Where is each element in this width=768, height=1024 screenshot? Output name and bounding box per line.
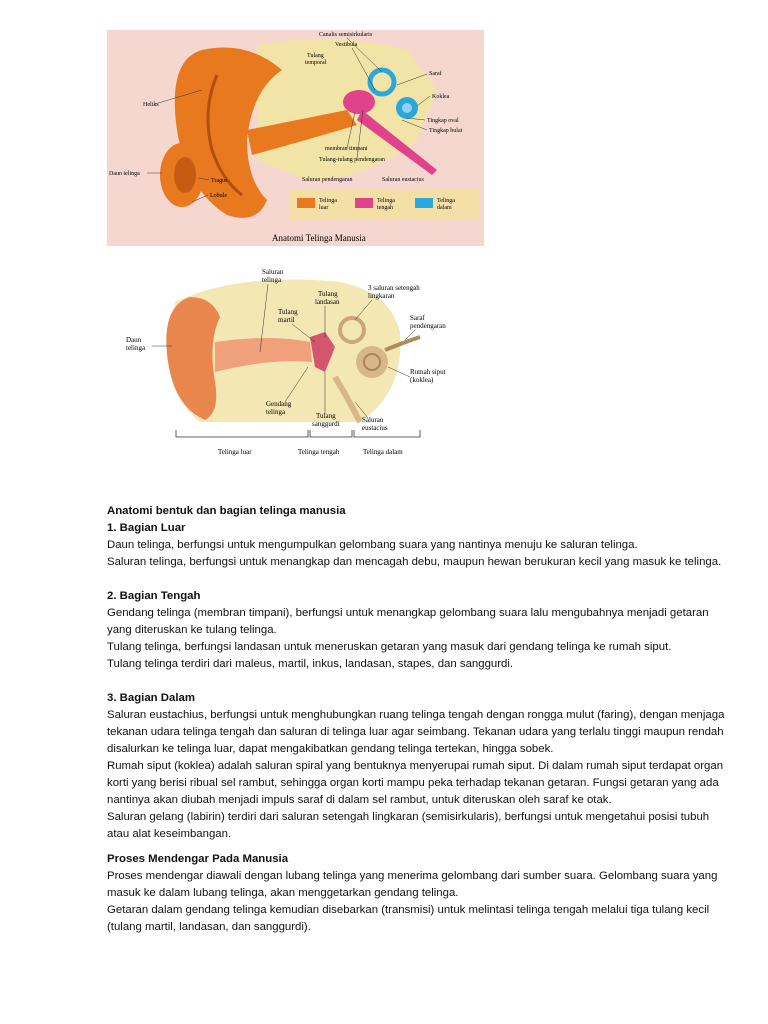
label-sanggurdi-1: Tulang — [316, 412, 336, 420]
ear-parts-figure: Saluran telinga Tulang landasan 3 salura… — [126, 268, 446, 456]
label-canalis: Canalis semisirkularis — [319, 32, 373, 38]
label-gendang-1: Gendang — [266, 400, 292, 408]
label-telinga-luar: Telinga luar — [218, 448, 252, 456]
label-eustacius-2: eustacius — [362, 424, 388, 432]
section-1-paragraph-2: Saluran telinga, berfungsi untuk menangk… — [107, 556, 722, 568]
legend-middle-2: tengah — [377, 205, 393, 211]
label-daun-1: Daun — [126, 336, 142, 344]
cochlea-spiral — [363, 353, 381, 371]
figure1-caption: Anatomi Telinga Manusia — [272, 233, 366, 243]
label-saluran-pendengaran: Saluran pendengaran — [302, 177, 352, 183]
label-saraf-2: pendengaran — [410, 322, 446, 330]
figure-legend: Telinga luar Telinga tengah Telinga dala… — [290, 190, 480, 220]
section-3-paragraph-1: Saluran eustachius, berfungsi untuk meng… — [107, 709, 725, 755]
section-4-paragraph-1: Proses mendengar diawali dengan lubang t… — [107, 870, 718, 899]
label-sanggurdi-2: sanggurdi — [312, 420, 340, 428]
spacer — [107, 843, 732, 851]
section-1-heading: 1. Bagian Luar — [107, 522, 186, 534]
label-daun-2: telinga — [126, 344, 146, 352]
eustachian-tube-shape — [332, 375, 363, 424]
cochlea-shape — [356, 346, 388, 378]
spacer — [107, 571, 732, 588]
spacer — [107, 673, 732, 690]
label-tragus: Tragus — [211, 178, 228, 184]
label-heliks: Heliks — [143, 102, 159, 108]
helix-fold — [206, 74, 243, 197]
ear-anatomy-figure: Canalis semisirkularis Vestibula Tulang … — [107, 30, 484, 246]
outer-ear-shape — [166, 297, 220, 420]
label-landasan-1: Tulang — [318, 290, 338, 298]
section-2-paragraph-1: Gendang telinga (membran timpani), berfu… — [107, 607, 709, 636]
label-membran-timpani: membran timpani — [325, 146, 368, 152]
label-lobule: Lobule — [210, 193, 227, 199]
section-1-paragraph-1: Daun telinga, berfungsi untuk mengumpulk… — [107, 539, 638, 551]
label-tulang-pendengaran: Tulang-tulang pendengaran — [319, 157, 385, 163]
ear-canal-shape — [215, 338, 312, 372]
label-tulang-temporal-2: temporal — [305, 60, 327, 66]
article-title: Anatomi bentuk dan bagian telinga manusi… — [107, 505, 346, 517]
ossicles-shape — [310, 332, 335, 372]
legend-inner-1: Telinga — [437, 198, 455, 204]
label-tingkap-bulat: Tingkap bulat — [429, 128, 463, 134]
cochlea-inner — [402, 103, 412, 113]
article-text: Anatomi bentuk dan bagian telinga manusi… — [107, 503, 732, 936]
leader-lines — [147, 37, 431, 203]
legend-outer-2: luar — [319, 205, 328, 211]
eustachian-tube-shape — [357, 110, 437, 175]
legend-middle-1: Telinga — [377, 198, 395, 204]
label-saraf: Saraf — [429, 70, 442, 77]
section-3-paragraph-3: Saluran gelang (labirin) terdiri dari sa… — [107, 811, 710, 840]
label-saraf-1: Saraf — [410, 314, 425, 322]
label-vestibula: Vestibula — [335, 42, 358, 48]
label-rumah-siput-2: (koklea) — [410, 376, 434, 384]
ear-canal-shape — [247, 110, 357, 155]
label-landasan-2: landasan — [315, 298, 340, 306]
section-2-paragraph-3: Tulang telinga terdiri dari maleus, mart… — [107, 658, 514, 670]
label-eustacius-1: Saluran — [362, 416, 384, 424]
label-telinga-dalam: Telinga dalam — [363, 448, 403, 456]
section-3-paragraph-2: Rumah siput (koklea) adalah saluran spir… — [107, 760, 724, 806]
label-saluran-1: Saluran — [262, 268, 284, 276]
legend-swatch-outer — [297, 198, 315, 208]
section-3-heading: 3. Bagian Dalam — [107, 692, 195, 704]
section-2-paragraph-2: Tulang telinga, berfungsi landasan untuk… — [107, 641, 672, 653]
label-martil-1: Tulang — [278, 308, 298, 316]
label-tulang-temporal-1: Tulang — [307, 53, 324, 59]
legend-swatch-inner — [415, 198, 433, 208]
label-tiga-saluran-1: 3 saluran setengah — [368, 284, 420, 292]
leader-lines — [152, 283, 416, 419]
section-4-paragraph-2: Getaran dalam gendang telinga kemudian d… — [107, 904, 710, 933]
legend-swatch-middle — [355, 198, 373, 208]
label-saluran-2: telinga — [262, 276, 282, 284]
section-4-heading: Proses Mendengar Pada Manusia — [107, 853, 289, 865]
semicircular-canal-shape — [367, 67, 397, 97]
legend-inner-2: dalam — [437, 205, 452, 211]
label-gendang-2: telinga — [266, 408, 286, 416]
semicircular-canals-shape — [338, 316, 366, 344]
label-telinga-tengah: Telinga tengah — [298, 448, 340, 456]
legend-box — [290, 190, 480, 220]
legend-outer-1: Telinga — [319, 198, 337, 204]
auditory-nerve-shape — [384, 335, 421, 352]
label-rumah-siput-1: Rumah siput — [410, 368, 446, 376]
small-ear-inner — [174, 157, 196, 193]
label-tingkap-oval: Tingkap oval — [427, 118, 459, 124]
label-koklea: Koklea — [432, 94, 450, 100]
section-2-heading: 2. Bagian Tengah — [107, 590, 201, 602]
label-tiga-saluran-2: lingkaran — [368, 292, 395, 300]
middle-ear-shape — [343, 90, 375, 114]
label-daun-telinga: Daun telinga — [109, 171, 140, 177]
label-saluran-eustacius: Saluran eustacius — [382, 177, 424, 183]
label-martil-2: martil — [278, 316, 295, 324]
section-brackets — [175, 430, 421, 438]
